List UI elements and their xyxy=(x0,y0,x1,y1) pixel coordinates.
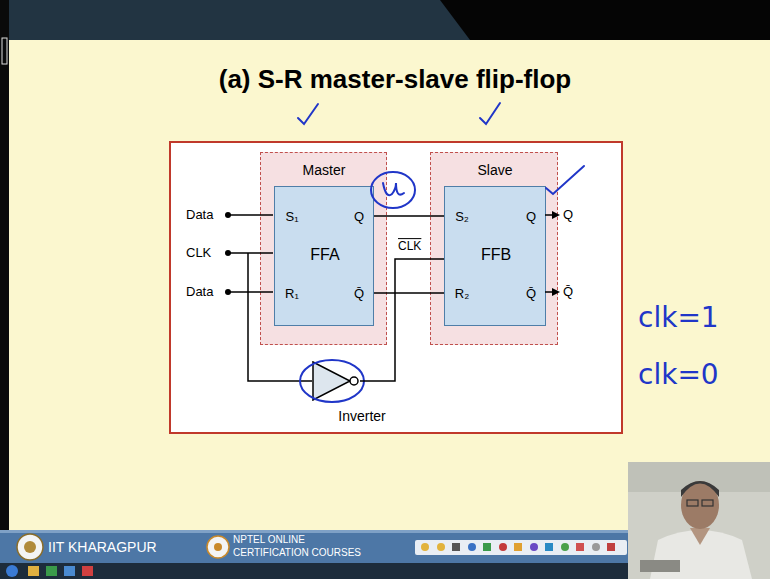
pin-label: R₁ xyxy=(285,287,299,302)
screen-icon xyxy=(2,38,7,64)
slave-region: SlaveS₂ Q FFB R₂ Q̄ xyxy=(430,152,558,345)
wire xyxy=(248,253,312,381)
pen-toolbar xyxy=(592,543,600,551)
handwritten-mark xyxy=(371,172,415,208)
wire xyxy=(228,215,552,381)
taskbar xyxy=(82,566,93,576)
taskbar xyxy=(64,566,75,576)
handwritten-mark xyxy=(298,103,584,402)
pen-toolbar xyxy=(545,543,553,551)
region-label: Master xyxy=(303,162,346,178)
pen-toolbar xyxy=(514,543,522,551)
presenter-video xyxy=(640,560,680,572)
taskbar xyxy=(6,565,18,577)
pin-label: R₂ xyxy=(455,287,469,302)
footer-bar xyxy=(24,541,36,553)
course-name: NPTEL ONLINE xyxy=(233,534,305,546)
pen-toolbar xyxy=(452,543,460,551)
presenter-video xyxy=(628,462,770,579)
wire xyxy=(228,291,273,293)
footer-bar xyxy=(207,536,229,558)
pin-label: S₂ xyxy=(455,210,469,225)
flip-flop-box: S₂ Q FFB R₂ Q̄ xyxy=(444,186,546,326)
taskbar xyxy=(46,566,57,576)
handwritten-mark xyxy=(383,183,404,195)
output-arrowhead xyxy=(552,211,560,219)
top-bar xyxy=(440,0,770,40)
flip-flop-name: FFA xyxy=(310,246,339,264)
pen-toolbar xyxy=(421,543,429,551)
presenter-video xyxy=(681,481,719,529)
inverter-gate: Inverter xyxy=(312,361,360,401)
top-bar xyxy=(0,0,770,40)
wire xyxy=(228,214,273,216)
handwritten-mark xyxy=(480,103,500,124)
pen-toolbar xyxy=(530,543,538,551)
output-name: Q̄ xyxy=(563,285,573,300)
signal-name: CLK xyxy=(186,246,211,261)
presenter-video xyxy=(681,481,719,497)
signal-name: Data xyxy=(186,208,213,223)
inverter-bubble xyxy=(350,377,358,385)
pen-toolbar xyxy=(415,540,627,555)
taskbar xyxy=(28,566,39,576)
footer-bar xyxy=(17,534,43,560)
course-name: CERTIFICATION COURSES xyxy=(233,547,361,559)
presenter-video xyxy=(628,462,770,579)
pen-toolbar xyxy=(607,543,615,551)
inverter-symbol xyxy=(312,361,360,401)
master-region: MasterS₁ Q FFA R₁ Q̄ xyxy=(260,152,387,345)
pen-toolbar xyxy=(483,543,491,551)
pen-toolbar xyxy=(468,543,476,551)
pen-toolbar xyxy=(437,543,445,551)
figure-frame xyxy=(170,142,622,433)
pen-toolbar xyxy=(499,543,507,551)
output-arrowhead xyxy=(552,211,560,296)
handwritten-note: clk=1 xyxy=(638,302,719,334)
slide-title: (a) S-R master-slave flip-flop xyxy=(219,65,572,95)
output-arrowhead xyxy=(552,288,560,296)
pen-toolbar xyxy=(415,540,627,555)
circuit-wire xyxy=(374,292,444,294)
presenter-video xyxy=(687,500,698,506)
pen-toolbar xyxy=(561,543,569,551)
screen-edge xyxy=(0,0,9,530)
circuit-wire xyxy=(374,215,444,217)
signal-name: CLK xyxy=(398,240,421,254)
gate-label: Inverter xyxy=(338,408,385,424)
pin-label: Q̄ xyxy=(526,287,536,302)
inverter-symbol xyxy=(313,362,350,400)
signal-name: Data xyxy=(186,285,213,300)
wire xyxy=(545,291,552,293)
flip-flop-box: S₁ Q FFA R₁ Q̄ xyxy=(274,186,374,326)
region-label: Slave xyxy=(477,162,512,178)
institute-name: IIT KHARAGPUR xyxy=(48,539,157,555)
footer-bar xyxy=(214,543,222,551)
presenter-video xyxy=(702,500,713,506)
pin-label: Q xyxy=(354,210,364,225)
flip-flop-name: FFB xyxy=(481,246,511,264)
wire xyxy=(545,214,552,216)
handwritten-mark xyxy=(546,166,584,194)
wire xyxy=(228,252,273,254)
output-name: Q xyxy=(563,208,573,223)
pen-toolbar xyxy=(576,543,584,551)
pin-label: Q̄ xyxy=(354,287,364,302)
top-bar xyxy=(0,0,770,40)
handwritten-mark xyxy=(298,104,318,124)
circuit-wire xyxy=(360,259,444,381)
handwritten-mark xyxy=(300,360,364,402)
presenter-video xyxy=(690,528,710,545)
pin-label: S₁ xyxy=(285,210,298,225)
handwritten-note: clk=0 xyxy=(638,359,719,391)
pin-label: Q xyxy=(526,210,536,225)
